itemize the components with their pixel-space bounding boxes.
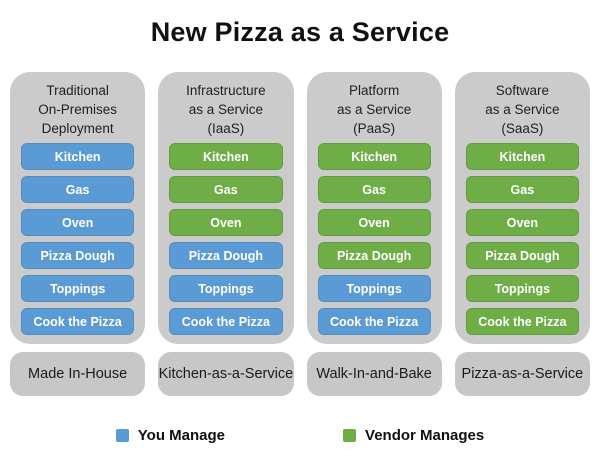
footer-walk-in-and-bake: Walk-In-and-Bake: [306, 352, 442, 396]
item-pizza-dough: Pizza Dough: [21, 242, 135, 269]
item-toppings: Toppings: [169, 275, 283, 302]
item-cook-the-pizza: Cook the Pizza: [317, 308, 431, 335]
item-gas: Gas: [465, 176, 579, 203]
legend-item-vendor-manages: Vendor Manages: [343, 427, 484, 444]
item-pizza-dough: Pizza Dough: [317, 242, 431, 269]
item-kitchen: Kitchen: [21, 143, 135, 170]
legend: You Manage Vendor Manages: [0, 427, 600, 444]
column-footers: Made In-House Kitchen-as-a-Service Walk-…: [0, 352, 600, 396]
item-cook-the-pizza: Cook the Pizza: [169, 308, 283, 335]
column-iaas: Infrastructure as a Service (IaaS) Kitch…: [158, 72, 294, 344]
column-header: Infrastructure as a Service (IaaS): [186, 83, 266, 136]
legend-item-you-manage: You Manage: [115, 427, 226, 444]
service-columns: Traditional On-Premises Deployment Kitch…: [0, 72, 600, 344]
item-oven: Oven: [317, 209, 431, 236]
item-oven: Oven: [169, 209, 283, 236]
column-header: Software as a Service (SaaS): [485, 83, 560, 136]
item-toppings: Toppings: [21, 275, 135, 302]
item-gas: Gas: [169, 176, 283, 203]
item-pizza-dough: Pizza Dough: [169, 242, 283, 269]
legend-label: Vendor Manages: [365, 427, 485, 444]
vendor-manages-swatch-icon: [343, 429, 357, 442]
item-kitchen: Kitchen: [169, 143, 283, 170]
you-manage-swatch-icon: [115, 429, 129, 442]
footer-kitchen-as-a-service: Kitchen-as-a-Service: [158, 352, 294, 396]
column-traditional-on-premises: Traditional On-Premises Deployment Kitch…: [10, 72, 146, 344]
item-pizza-dough: Pizza Dough: [465, 242, 579, 269]
item-kitchen: Kitchen: [465, 143, 579, 170]
legend-label: You Manage: [137, 427, 226, 444]
column-paas: Platform as a Service (PaaS) Kitchen Gas…: [306, 72, 442, 344]
item-cook-the-pizza: Cook the Pizza: [465, 308, 579, 335]
item-cook-the-pizza: Cook the Pizza: [21, 308, 135, 335]
column-saas: Software as a Service (SaaS) Kitchen Gas…: [454, 72, 590, 344]
column-header: Platform as a Service (PaaS): [336, 83, 412, 136]
item-oven: Oven: [21, 209, 135, 236]
footer-pizza-as-a-service: Pizza-as-a-Service: [454, 352, 590, 396]
page-title: New Pizza as a Service: [150, 17, 450, 47]
item-toppings: Toppings: [465, 275, 579, 302]
footer-made-in-house: Made In-House: [10, 352, 146, 396]
column-header: Traditional On-Premises Deployment: [38, 83, 117, 136]
item-toppings: Toppings: [317, 275, 431, 302]
item-gas: Gas: [317, 176, 431, 203]
item-kitchen: Kitchen: [317, 143, 431, 170]
item-gas: Gas: [21, 176, 135, 203]
item-oven: Oven: [465, 209, 579, 236]
